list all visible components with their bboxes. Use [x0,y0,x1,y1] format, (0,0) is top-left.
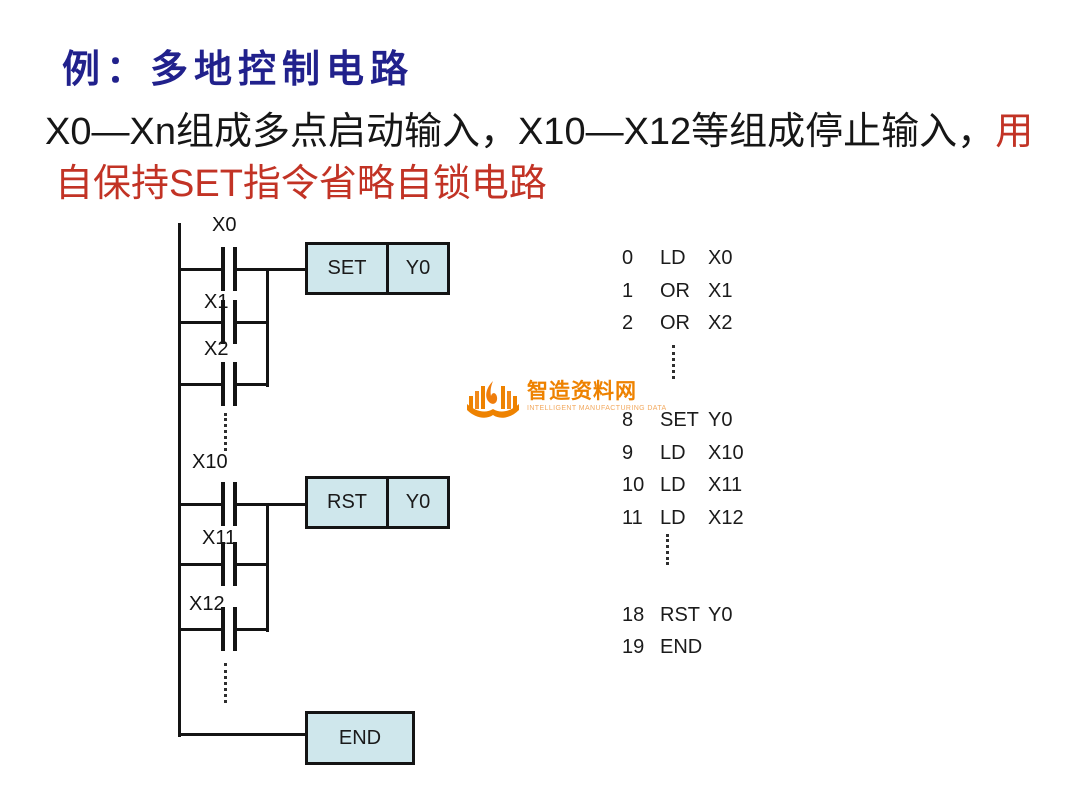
contact-x2-bar-right [233,362,237,406]
step-number: 1 [622,280,634,302]
rung-end-line [178,733,305,736]
step-number: 18 [622,604,645,626]
contact-x10-bar-left [221,482,225,526]
operand: X11 [708,474,743,496]
contact-x12-bar-left [221,607,225,651]
watermark-tagline: INTELLIGENT MANUFACTURING DATA [527,405,667,412]
ladder-left-rail [178,223,181,737]
step-number: 0 [622,247,634,269]
end-box-label: END [338,726,382,749]
program-line: 9 LD X10 [622,442,744,465]
body-text-black: X0—Xn组成多点启动输入，X10—X12等组成停止输入， [45,111,996,153]
operand: X1 [708,280,733,302]
opcode: RST [660,604,700,626]
program-line: 1 OR X1 [622,280,732,303]
opcode: SET [660,409,699,431]
program-line: 8 SET Y0 [622,409,732,432]
program-line: 2 OR X2 [622,312,732,335]
rung-x10-line-left [178,503,222,506]
contact-label-x2: X2 [204,338,229,360]
rung-x11-line-right [237,563,269,566]
set-coil-op: SET [308,245,389,292]
rung-x1-line-right [237,321,269,324]
rung-x1-line-left [178,321,222,324]
rung-x2-line-left [178,383,222,386]
ladder-ellipsis-start-group [224,413,227,451]
step-number: 9 [622,442,634,464]
step-number: 8 [622,409,634,431]
end-box: END [305,711,415,765]
contact-x0-bar-left [221,247,225,291]
contact-label-x10: X10 [192,451,228,473]
ladder-junction-line-stop-group [266,503,269,632]
rung-x2-line-right [237,383,269,386]
program-ellipsis-2 [666,534,669,565]
ladder-junction-line-start-group [266,268,269,387]
contact-label-x12: X12 [189,593,225,615]
book-flame-logo-icon [467,381,519,418]
watermark-text-block: 智造资料网 INTELLIGENT MANUFACTURING DATA [527,380,667,412]
rst-coil-box: RST Y0 [305,476,450,529]
operand: X2 [708,312,733,334]
opcode: END [660,636,703,658]
page-title: 例：多地控制电路 [62,49,415,91]
rung-x0-line-right [237,268,305,271]
contact-x1-bar-right [233,300,237,344]
rst-coil-operand: Y0 [405,491,431,513]
contact-label-x1: X1 [204,291,229,313]
operand: X12 [708,507,744,529]
step-number: 19 [622,636,645,658]
program-line: 11 LD X12 [622,507,744,530]
step-number: 10 [622,474,645,496]
contact-label-x0: X0 [212,214,237,236]
rung-x12-line-left [178,628,222,631]
operand: X0 [708,247,733,269]
rst-coil-op: RST [308,479,389,526]
ladder-ellipsis-stop-group [224,663,227,703]
opcode: OR [660,280,690,302]
operand: Y0 [708,604,733,626]
body-text-red-start: 用 [995,111,1034,153]
contact-x1-bar-left [221,300,225,344]
contact-x0-bar-right [233,247,237,291]
program-ellipsis-1 [672,345,675,379]
program-line: 10 LD X11 [622,474,742,497]
operand: Y0 [708,409,733,431]
rung-x11-line-left [178,563,222,566]
contact-x11-bar-right [233,542,237,586]
rung-x0-line-left [178,268,222,271]
contact-x10-bar-right [233,482,237,526]
set-coil-operand: Y0 [405,257,431,279]
step-number: 2 [622,312,634,334]
step-number: 11 [622,507,643,529]
body-text-line2: 自保持SET指令省略自锁电路 [55,163,547,205]
contact-x12-bar-right [233,607,237,651]
set-coil-box: SET Y0 [305,242,450,295]
rung-x10-line-right [237,503,305,506]
opcode: OR [660,312,690,334]
opcode: LD [660,474,686,496]
contact-x11-bar-left [221,542,225,586]
rung-x12-line-right [237,628,269,631]
contact-label-x11: X11 [202,527,237,549]
program-line: 19 END [622,636,708,659]
opcode: LD [660,442,686,464]
contact-x2-bar-left [221,362,225,406]
program-line: 0 LD X0 [622,247,732,270]
opcode: LD [660,247,686,269]
opcode: LD [660,507,686,529]
watermark-logo: 智造资料网 INTELLIGENT MANUFACTURING DATA [466,380,667,422]
operand: X10 [708,442,744,464]
watermark-site-name: 智造资料网 [527,380,637,403]
body-text-line1: X0—Xn组成多点启动输入，X10—X12等组成停止输入，用 [45,100,1033,155]
program-line: 18 RST Y0 [622,604,732,627]
